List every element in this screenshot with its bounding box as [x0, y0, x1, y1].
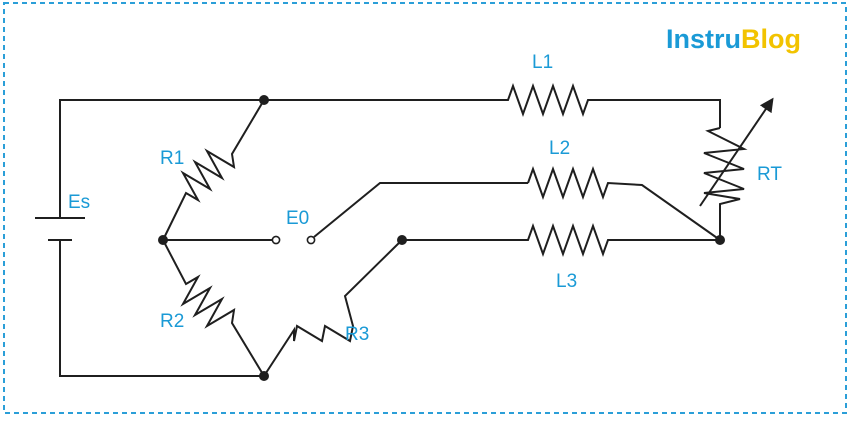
junction-left	[158, 235, 168, 245]
resistor-r2	[162, 239, 265, 377]
switch-e0	[163, 182, 528, 245]
label-r3: R3	[345, 324, 369, 345]
resistor-r1	[162, 99, 265, 241]
logo-part-instru: Instru	[666, 24, 741, 54]
lead-resistor-l1	[264, 83, 721, 128]
junction-bottom	[259, 371, 269, 381]
lead-resistor-l2	[527, 166, 721, 241]
battery-es	[35, 99, 264, 377]
label-rt: RT	[757, 164, 782, 185]
junction-right	[715, 235, 725, 245]
label-l3: L3	[556, 271, 577, 292]
label-l2: L2	[549, 138, 570, 159]
logo-part-blog: Blog	[741, 24, 801, 54]
label-r2: R2	[160, 311, 184, 332]
instrublog-logo: InstruBlog	[666, 24, 801, 54]
variable-resistor-rt	[699, 97, 774, 240]
label-es: Es	[68, 192, 90, 213]
junction-middle	[397, 235, 407, 245]
junction-top	[259, 95, 269, 105]
label-l1: L1	[532, 52, 553, 73]
resistor-r3	[263, 239, 403, 377]
label-r1: R1	[160, 148, 184, 169]
label-e0: E0	[286, 208, 309, 229]
lead-resistor-l3	[402, 223, 720, 257]
dashed-border	[3, 2, 847, 414]
